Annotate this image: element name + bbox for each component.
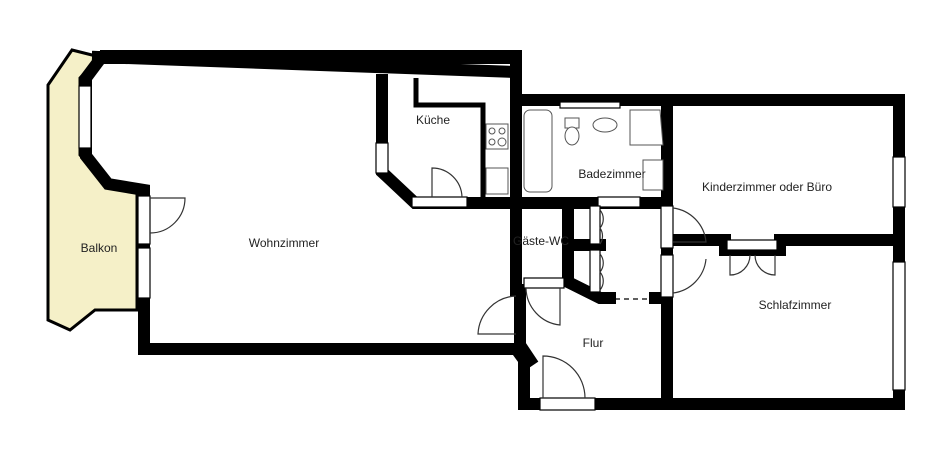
window bbox=[137, 247, 151, 299]
closet-door bbox=[589, 205, 601, 245]
flur-wall bbox=[510, 284, 539, 369]
toilet-bowl-icon bbox=[564, 126, 580, 146]
door-swing bbox=[149, 197, 186, 234]
door-frame bbox=[660, 205, 674, 249]
room-label-gaeste-wc: Gäste-WC bbox=[513, 234, 569, 248]
window bbox=[892, 261, 906, 391]
outer-wall-step bbox=[510, 50, 522, 106]
room-label-kinderzimmer: Kinderzimmer oder Büro bbox=[702, 180, 832, 194]
room-label-wohnzimmer: Wohnzimmer bbox=[249, 236, 319, 250]
door-frame bbox=[523, 277, 565, 289]
room-label-schlafzimmer: Schlafzimmer bbox=[759, 298, 832, 312]
door-swing bbox=[672, 207, 707, 243]
room-label-kueche: Küche bbox=[416, 113, 450, 127]
balcony-door-window bbox=[137, 195, 151, 245]
window bbox=[375, 142, 389, 174]
door-swing bbox=[431, 167, 463, 198]
window bbox=[411, 196, 468, 208]
window bbox=[892, 156, 906, 208]
room-label-balkon: Balkon bbox=[81, 241, 118, 255]
sink-icon bbox=[592, 117, 618, 133]
door-frame bbox=[539, 397, 596, 411]
outer-wall bbox=[80, 50, 905, 410]
outer-wall-top-fill bbox=[100, 50, 516, 64]
door-swing bbox=[525, 287, 561, 326]
wardrobe bbox=[726, 239, 778, 251]
bathtub-icon bbox=[523, 109, 553, 193]
door-frame bbox=[660, 254, 674, 298]
room-label-badezimmer: Badezimmer bbox=[578, 167, 645, 181]
window bbox=[559, 101, 621, 109]
shower-tray-icon bbox=[642, 159, 664, 191]
window bbox=[78, 85, 92, 149]
room-label-flur: Flur bbox=[583, 336, 604, 350]
wardrobe-swing bbox=[729, 254, 776, 276]
kitchen-counter-wall bbox=[413, 78, 486, 203]
kitchen-sink-icon bbox=[485, 167, 509, 195]
closet-swing bbox=[599, 209, 604, 291]
shower-icon bbox=[629, 109, 664, 146]
door-swing bbox=[542, 355, 586, 399]
closet-door bbox=[589, 249, 601, 293]
door-frame bbox=[597, 196, 641, 208]
door-swing bbox=[672, 258, 707, 294]
door-swing bbox=[477, 295, 517, 335]
